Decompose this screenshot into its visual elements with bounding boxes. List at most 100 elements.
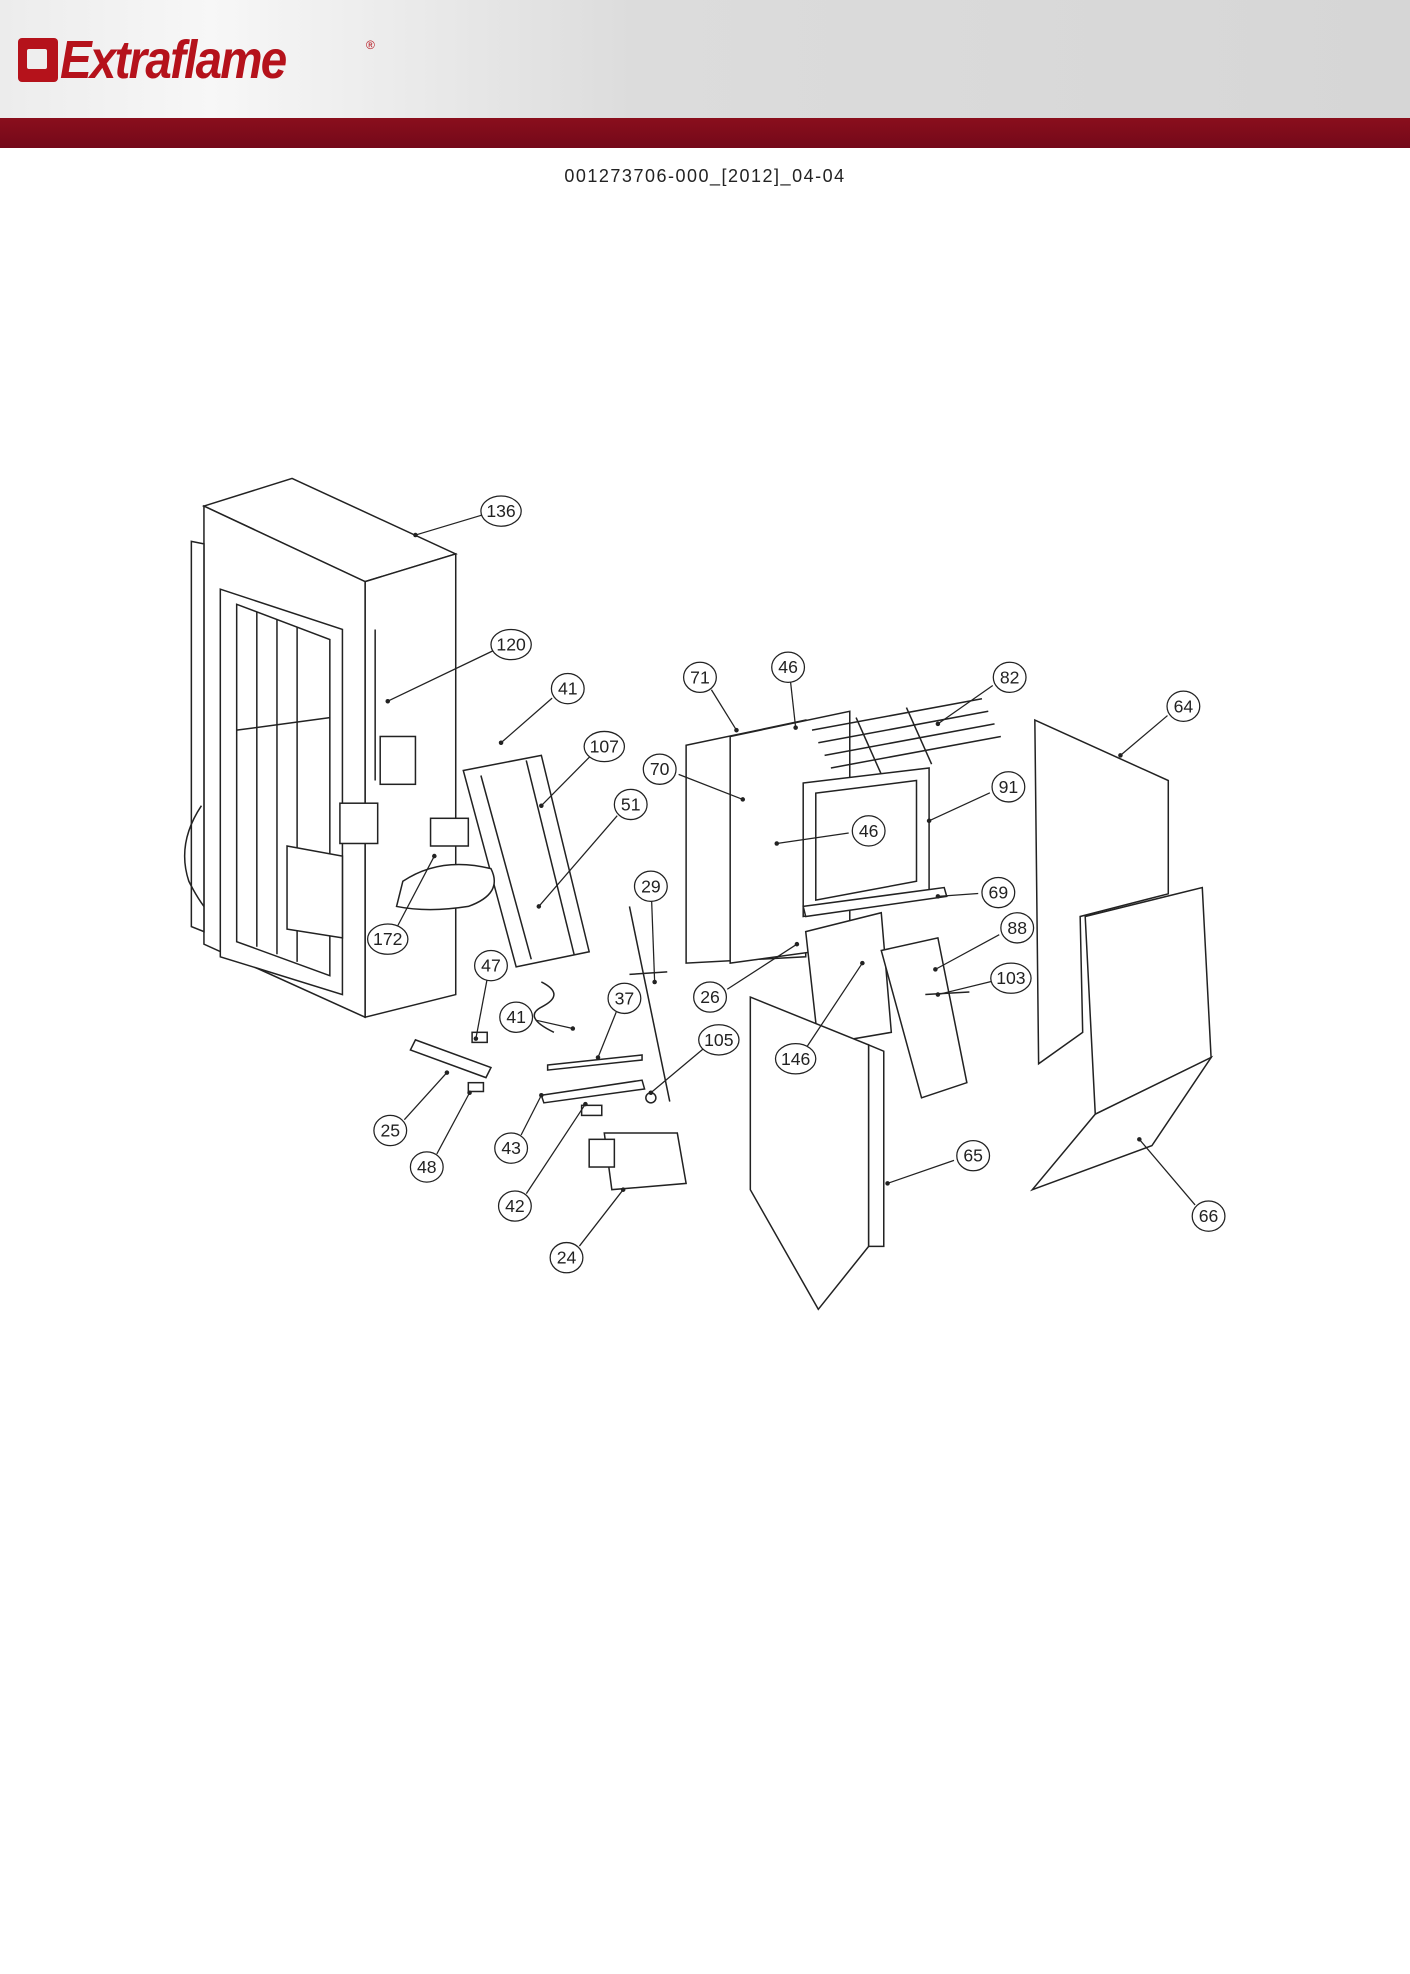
leader-line [535,1019,573,1030]
callout-43: 43 [494,1093,544,1164]
callout-120: 120 [385,628,532,704]
leader-arrow [539,1093,544,1098]
callout-circle [956,1139,991,1172]
leader-line [387,650,494,702]
callout-circle [771,651,806,683]
callout-number: 146 [781,1049,811,1069]
leader-line [525,1103,586,1194]
callout-circle [373,1114,408,1147]
callout-64: 64 [1118,690,1201,758]
callout-circle [583,730,626,763]
callout-number: 43 [501,1138,521,1158]
callout-circle [990,962,1032,994]
callout-71: 71 [682,661,739,733]
callout-number: 103 [996,968,1026,988]
leader-arrow [432,853,437,859]
leader-line [928,792,991,822]
callout-circle [1191,1200,1226,1232]
callout-circle [698,1024,740,1056]
leader-arrow [1118,753,1123,758]
part-panel-64 [1029,718,1214,1192]
callout-circle [1000,912,1035,944]
leader-line [726,943,798,990]
leader-arrow [935,992,941,997]
callout-number: 51 [621,794,641,814]
leader-arrow [794,941,800,947]
callout-88: 88 [933,912,1035,972]
leader-line [397,855,435,927]
callout-146: 146 [774,960,865,1075]
callout-circle [642,753,677,785]
callout-41: 41 [498,672,585,746]
callout-26: 26 [693,941,800,1013]
callout-number: 41 [558,679,578,699]
callout-number: 41 [506,1007,526,1027]
callout-circle [499,1001,534,1033]
callout-25: 25 [373,1070,450,1147]
callout-107: 107 [539,730,626,808]
leader-line [776,832,849,845]
leader-arrow [933,967,938,972]
callout-circle [633,870,668,903]
leader-arrow [467,1090,472,1096]
callout-number: 70 [650,759,670,779]
leader-line [578,1189,624,1247]
leader-arrow [885,1181,890,1186]
callout-47: 47 [473,949,508,1041]
leader-arrow [595,1055,601,1060]
leader-arrow [413,532,418,538]
callout-circle [613,788,648,821]
part-chute-88 [804,911,970,1099]
leader-line [500,697,553,744]
registered-mark: ® [366,38,375,52]
leader-line [597,1011,617,1058]
callout-172: 172 [366,853,437,955]
callout-number: 120 [496,635,526,655]
callout-number: 105 [704,1030,734,1050]
callout-number: 37 [615,988,635,1008]
leader-arrow [648,1090,654,1096]
leader-line [789,682,797,728]
leader-arrow [536,904,542,909]
part-body-136 [183,477,458,1019]
callout-circle [992,661,1027,694]
callout-circle [473,949,508,982]
callout-66: 66 [1137,1137,1226,1232]
callout-46: 46 [774,815,886,847]
callout-circle [1166,690,1201,722]
callout-24: 24 [549,1187,626,1274]
brand-name: Extraflame [60,30,287,90]
logo-mark-icon [18,38,58,82]
callout-circle [693,981,728,1013]
header-banner: Extraflame ® [0,0,1410,118]
callout-number: 82 [1000,667,1020,687]
leader-line [806,962,863,1047]
leader-arrow [793,725,798,730]
leader-line [403,1072,448,1121]
callout-circle [497,1190,532,1222]
callout-number: 46 [859,821,879,841]
callouts: 1361204110751172474137291052548434224714… [366,495,1226,1274]
callout-circle [366,923,409,955]
callout-number: 48 [417,1157,437,1177]
callout-91: 91 [926,771,1026,824]
leader-line [937,685,994,725]
part-grid-82 [811,697,1001,775]
callout-number: 88 [1007,918,1027,938]
callout-103: 103 [935,962,1032,997]
callout-circle [774,1043,817,1075]
callout-number: 25 [380,1121,400,1141]
callout-42: 42 [497,1101,588,1222]
callout-number: 64 [1174,696,1194,716]
leader-arrow [935,721,941,727]
callout-number: 91 [999,777,1019,797]
callout-circle [409,1151,444,1183]
callout-48: 48 [409,1090,472,1183]
leader-line [415,514,482,536]
callout-number: 65 [963,1146,983,1166]
leader-arrow [926,818,932,824]
header-red-bar [0,118,1410,148]
leader-line [520,1094,542,1136]
leader-arrow [740,797,746,802]
